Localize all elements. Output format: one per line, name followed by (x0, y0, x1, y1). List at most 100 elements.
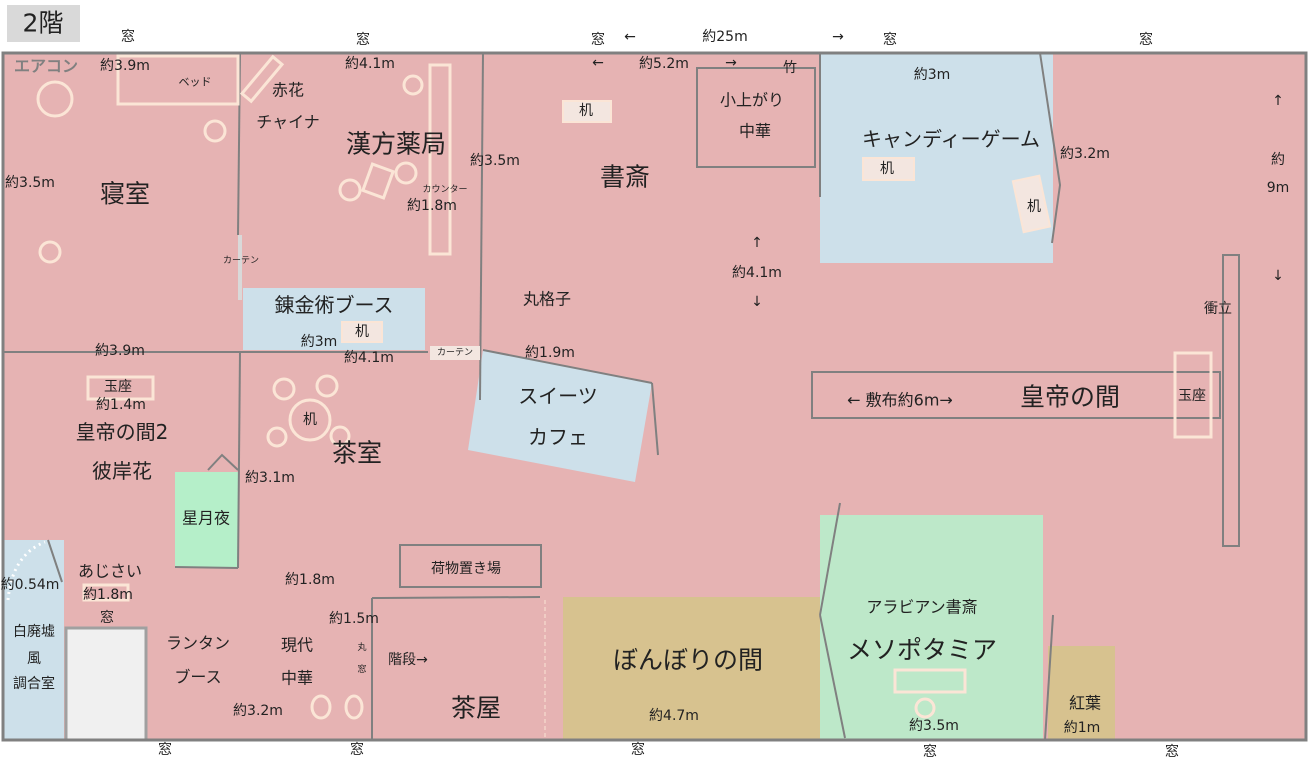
desk-label: 机 (1027, 199, 1041, 215)
arrow-right: → (832, 29, 844, 45)
arrow: ↓ (1272, 268, 1284, 284)
starry-night-area (175, 472, 238, 567)
wall (237, 351, 241, 569)
dimension: 約3.2m (233, 703, 283, 719)
label: 丸 (357, 641, 366, 653)
white-block (64, 626, 148, 742)
round-table (36, 80, 74, 118)
wall (819, 614, 846, 739)
curtain-label: カーテン (437, 347, 473, 358)
window-label: 窓 (1139, 31, 1153, 48)
stool (38, 240, 62, 264)
label: 現代 (281, 636, 313, 655)
room-name-bonbori: ぼんぼりの間 (613, 646, 763, 675)
room-name-emperor: 皇帝の間 (1020, 383, 1120, 412)
window-label: 窓 (121, 28, 135, 45)
label: 竹 (783, 60, 797, 76)
stool (272, 377, 296, 401)
room-name-bedroom: 寝室 (100, 180, 150, 209)
arrow: ↑ (1272, 93, 1284, 109)
dimension: 約1.5m (329, 611, 379, 627)
storage-label: 荷物置き場 (431, 561, 501, 577)
label: 赤花 (272, 81, 304, 100)
arrow: ↑ (751, 235, 763, 251)
stool (344, 694, 364, 720)
stool (329, 425, 351, 447)
emperor-rug (811, 371, 1221, 419)
desk-label: 机 (303, 412, 317, 428)
throne (86, 375, 155, 401)
label: ランタン (166, 634, 230, 653)
dimension: 約1.4m (96, 397, 146, 413)
window-label: 窓 (923, 743, 937, 760)
dimension: 約4.1m (345, 56, 395, 72)
wall (237, 52, 241, 236)
throne (1173, 351, 1213, 439)
bed-label: ベッド (179, 76, 212, 89)
dimension: 約4.7m (649, 708, 699, 724)
stool (914, 697, 936, 719)
dimension: 約1.8m (407, 198, 457, 214)
desk (862, 157, 915, 181)
throne-label: 玉座 (104, 379, 132, 395)
wall (371, 596, 541, 599)
arrow: ↓ (751, 294, 763, 310)
dimension: 約3.1m (245, 470, 295, 486)
dimension: 約1.9m (525, 345, 575, 361)
momiji-area (1048, 646, 1115, 740)
dimension: 9m (1267, 180, 1290, 196)
dimension: 約5.2m (639, 56, 689, 72)
room-name-hydrangea: あじさい (78, 562, 142, 581)
dimension: 約0.54m (1, 577, 60, 593)
desk-label: 机 (880, 161, 894, 177)
desk (1011, 174, 1052, 234)
room-name-cafe: カフェ (528, 425, 588, 449)
candy-game-area (820, 53, 1053, 263)
wall (819, 502, 841, 616)
door-swing (6, 540, 46, 601)
dimension: 約3.2m (1060, 146, 1110, 162)
small-table (360, 162, 396, 200)
window-label: 窓 (591, 31, 605, 48)
floor-label: 2階 (23, 9, 64, 38)
wall (1039, 52, 1062, 244)
window-label: 窓 (631, 741, 645, 758)
room-name-alchemy: 錬金術ブース (275, 293, 394, 317)
label: 白廃墟 (13, 623, 55, 640)
table (893, 668, 967, 694)
room-name-lantern-booth: ブース (174, 668, 221, 687)
arrow: → (725, 55, 737, 71)
wall (1044, 614, 1054, 741)
label: 窓 (357, 663, 366, 675)
desk (341, 321, 383, 343)
stool (402, 74, 424, 96)
label: 彼岸花 (92, 459, 152, 483)
dimension: 約3m (914, 67, 951, 83)
screen-label: 衝立 (1204, 301, 1232, 317)
wall (651, 382, 659, 456)
stairs-label: 階段→ (388, 652, 428, 668)
desk (562, 100, 612, 123)
dimension: 約4.1m (344, 350, 394, 366)
outer-wall (1, 51, 1308, 742)
arrow: ← (592, 55, 604, 71)
koagari-box (696, 67, 816, 168)
room-name-tearoom: 茶室 (332, 439, 382, 468)
room-name-modern-chinese: 中華 (281, 669, 313, 688)
stool (310, 694, 332, 720)
window-label: 窓 (356, 31, 370, 48)
counter (428, 63, 452, 256)
bench (239, 54, 285, 104)
label: 風 (27, 651, 41, 667)
room-name-sweets: スイーツ (518, 384, 598, 408)
dimension: 約3.9m (95, 343, 145, 359)
window-label: 窓 (1165, 743, 1179, 760)
window-label: 窓 (158, 741, 172, 758)
window-label: 窓 (883, 31, 897, 48)
bonbori-area (563, 597, 820, 740)
door-line (47, 539, 63, 583)
floor-label-box (7, 5, 80, 42)
desk-label: 机 (355, 324, 369, 340)
ruins-lab-area (4, 540, 64, 740)
